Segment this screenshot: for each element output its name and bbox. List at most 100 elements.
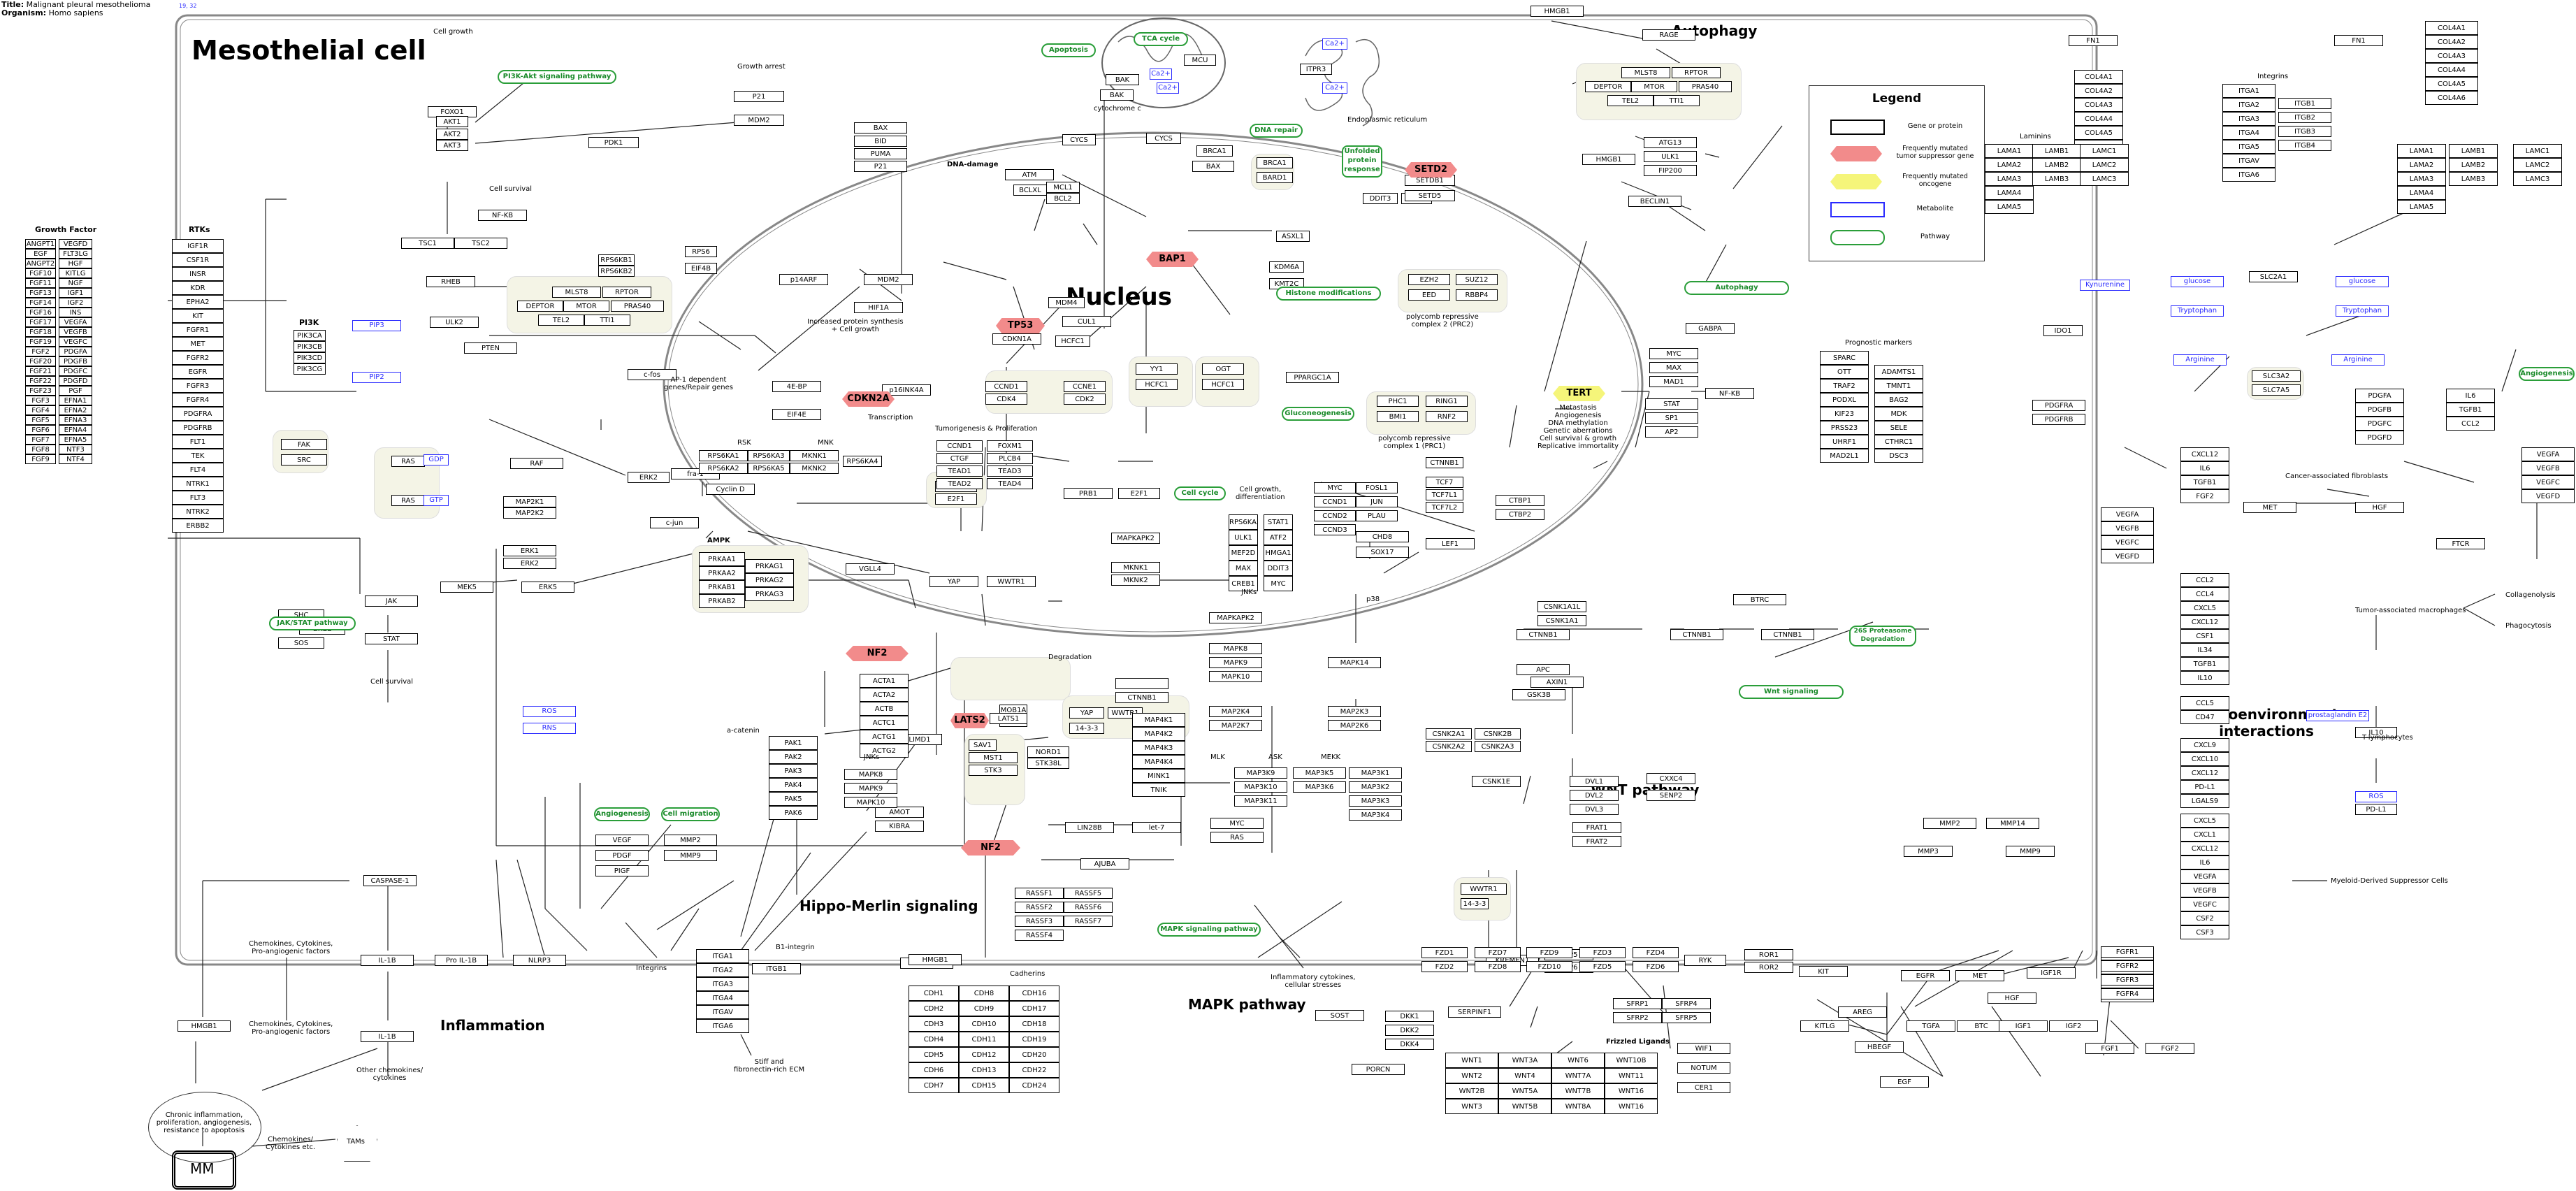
bap1-node[interactable]: BAP1 — [1146, 252, 1199, 267]
growth-factor-item[interactable]: FGF7 — [25, 435, 56, 445]
growth-factor-item[interactable]: FGF22 — [25, 376, 56, 386]
gene-foxo1[interactable]: FOXO1 — [428, 106, 477, 117]
ca2-metabolite-2[interactable]: Ca2+ — [1157, 82, 1179, 94]
integrin-a-item[interactable]: ITGA6 — [2222, 168, 2275, 182]
histone-modifications-pathway[interactable]: Histone modifications — [1276, 287, 1381, 301]
gene-ftcr[interactable]: FTCR — [2436, 538, 2485, 549]
gene-plau[interactable]: PLAU — [1356, 510, 1398, 521]
gene-stk38l[interactable]: STK38L — [1027, 758, 1069, 769]
gene-itpr3[interactable]: ITPR3 — [1300, 64, 1332, 75]
integrin-bottom-item[interactable]: ITGA3 — [696, 977, 749, 991]
vegf-item[interactable]: VEGFB — [2521, 461, 2575, 475]
gene-mapkapk2b[interactable]: MAPKAPK2 — [1209, 612, 1262, 623]
prognostic-item[interactable]: SPARC — [1820, 351, 1869, 365]
map4k-item[interactable]: MAP4K4 — [1132, 755, 1185, 769]
gene-mapk14[interactable]: MAPK14 — [1328, 657, 1381, 668]
gene-e2f1[interactable]: E2F1 — [935, 493, 977, 505]
growth-factor-item[interactable]: HGF — [59, 259, 92, 268]
cadherin-item[interactable]: CDH9 — [959, 1001, 1009, 1016]
gene-slc2a1[interactable]: SLC2A1 — [2249, 271, 2298, 282]
pdgf-item[interactable]: PDGFC — [2355, 417, 2404, 431]
gene-apc[interactable]: APC — [1517, 664, 1570, 675]
growth-factor-item[interactable]: VEGFB — [59, 327, 92, 337]
gene-rassf7[interactable]: RASSF7 — [1064, 916, 1113, 927]
gene-mapk8[interactable]: MAPK8 — [1209, 643, 1262, 654]
gdp-metabolite[interactable]: GDP — [424, 454, 449, 465]
gene-proil1b[interactable]: Pro IL-1B — [435, 955, 488, 966]
arginine-metabolite-1[interactable]: Arginine — [2173, 354, 2227, 366]
pi3k-item[interactable]: PIK3CG — [294, 363, 326, 375]
arginine-metabolite-2[interactable]: Arginine — [2331, 354, 2385, 366]
integrin-a-item[interactable]: ITGAV — [2222, 154, 2275, 168]
wnt-item[interactable]: WNT8A — [1551, 1099, 1605, 1114]
laminin-item[interactable]: LAMA4 — [1985, 186, 2034, 200]
gene-tti1b[interactable]: TTI1 — [1654, 95, 1700, 106]
prognostic-item[interactable]: KIF23 — [1820, 407, 1869, 421]
laminin-item[interactable]: LAMA1 — [2397, 144, 2446, 158]
gene-fgfr4[interactable]: FGFR4 — [2101, 988, 2154, 999]
gene-tgfa[interactable]: TGFA — [1906, 1020, 1955, 1032]
growth-factor-item[interactable]: FGF2 — [25, 347, 56, 356]
gene-fzd9[interactable]: FZD9 — [1526, 947, 1572, 958]
gene-tel2[interactable]: TEL2 — [538, 315, 584, 326]
gene-fip200[interactable]: FIP200 — [1644, 165, 1697, 176]
rtk-item[interactable]: MET — [172, 337, 224, 351]
gene-eed[interactable]: EED — [1408, 289, 1450, 301]
gene-ulk2[interactable]: ULK2 — [430, 317, 479, 328]
wnt-item[interactable]: WNT5A — [1498, 1083, 1551, 1099]
dna-repair-pathway[interactable]: DNA repair — [1250, 124, 1303, 138]
gene-itgb4[interactable]: ITGB4 — [2278, 140, 2331, 151]
tcell-item[interactable]: PD-L1 — [2180, 780, 2229, 794]
gene-rassf1[interactable]: RASSF1 — [1015, 888, 1064, 899]
map4k-item[interactable]: MINK1 — [1132, 769, 1185, 783]
pak-item[interactable]: PAK5 — [769, 792, 818, 806]
gene-pigf[interactable]: PIGF — [595, 865, 649, 876]
gene-gabpa[interactable]: GABPA — [1686, 323, 1735, 334]
collagen-item[interactable]: COL4A2 — [2074, 84, 2123, 98]
growth-factor-item[interactable]: PDGFC — [59, 366, 92, 376]
macrophage-item[interactable]: IL10 — [2180, 671, 2229, 685]
cell-cycle-pathway[interactable]: Cell cycle — [1174, 486, 1226, 500]
gene-hcfc1[interactable]: HCFC1 — [1202, 379, 1244, 390]
caf-item[interactable]: CXCL12 — [2180, 447, 2229, 461]
growth-factor-item[interactable]: FGF3 — [25, 396, 56, 405]
gene-akt2[interactable]: AKT2 — [436, 129, 468, 140]
gene-dkk1[interactable]: DKK1 — [1385, 1011, 1434, 1022]
cadherin-item[interactable]: CDH24 — [1009, 1078, 1059, 1093]
collagen-item[interactable]: COL4A3 — [2074, 98, 2123, 112]
gene-fgf1[interactable]: FGF1 — [2085, 1043, 2134, 1054]
ccl5-item[interactable]: CD47 — [2180, 710, 2229, 724]
gene-mmp9c[interactable]: MMP9 — [2006, 846, 2055, 857]
gene-fzd1[interactable]: FZD1 — [1421, 947, 1468, 958]
gene-mdm2[interactable]: MDM2 — [734, 115, 784, 126]
growth-factor-item[interactable]: NTF4 — [59, 454, 92, 464]
gene-il1b[interactable]: IL-1B — [361, 955, 414, 966]
il6-item[interactable]: CCL2 — [2446, 417, 2495, 431]
gene-tead1[interactable]: TEAD1 — [936, 465, 983, 477]
growth-factor-item[interactable]: FGF16 — [25, 308, 56, 317]
gene-hmgb1c[interactable]: HMGB1 — [1531, 6, 1584, 17]
gene-nlrp3[interactable]: NLRP3 — [513, 955, 566, 966]
cadherin-item[interactable]: CDH16 — [1009, 986, 1059, 1001]
gene-mknk2[interactable]: MKNK2 — [790, 463, 839, 474]
gene-eif4b[interactable]: EIF4B — [685, 263, 717, 274]
gene-map3k6[interactable]: MAP3K6 — [1293, 781, 1346, 793]
gene-tead2[interactable]: TEAD2 — [936, 478, 983, 489]
laminin-item[interactable]: LAMC2 — [2513, 158, 2562, 172]
gene-map2k2[interactable]: MAP2K2 — [503, 507, 556, 519]
gene-egfr[interactable]: EGFR — [1901, 970, 1950, 981]
gene-gsk3b[interactable]: GSK3B — [1512, 689, 1565, 700]
gene-deptor[interactable]: DEPTOR — [517, 301, 563, 312]
gene-kdm6a[interactable]: KDM6A — [1269, 261, 1304, 273]
gene-csnk2a2[interactable]: CSNK2A2 — [1426, 741, 1472, 752]
gene-lef1[interactable]: LEF1 — [1426, 538, 1475, 549]
gene-bax[interactable]: BAX — [854, 122, 907, 133]
nf2b-node[interactable]: NF2 — [961, 840, 1020, 856]
cadherin-item[interactable]: CDH18 — [1009, 1016, 1059, 1032]
growth-factor-item[interactable]: FGF20 — [25, 356, 56, 366]
gene-tead4[interactable]: TEAD4 — [987, 478, 1033, 489]
growth-factor-item[interactable]: FGF10 — [25, 268, 56, 278]
gene-bak2[interactable]: BAK — [1100, 89, 1134, 101]
gene-tti1[interactable]: TTI1 — [584, 315, 630, 326]
gene-rps6ka2[interactable]: RPS6KA2 — [699, 463, 748, 474]
